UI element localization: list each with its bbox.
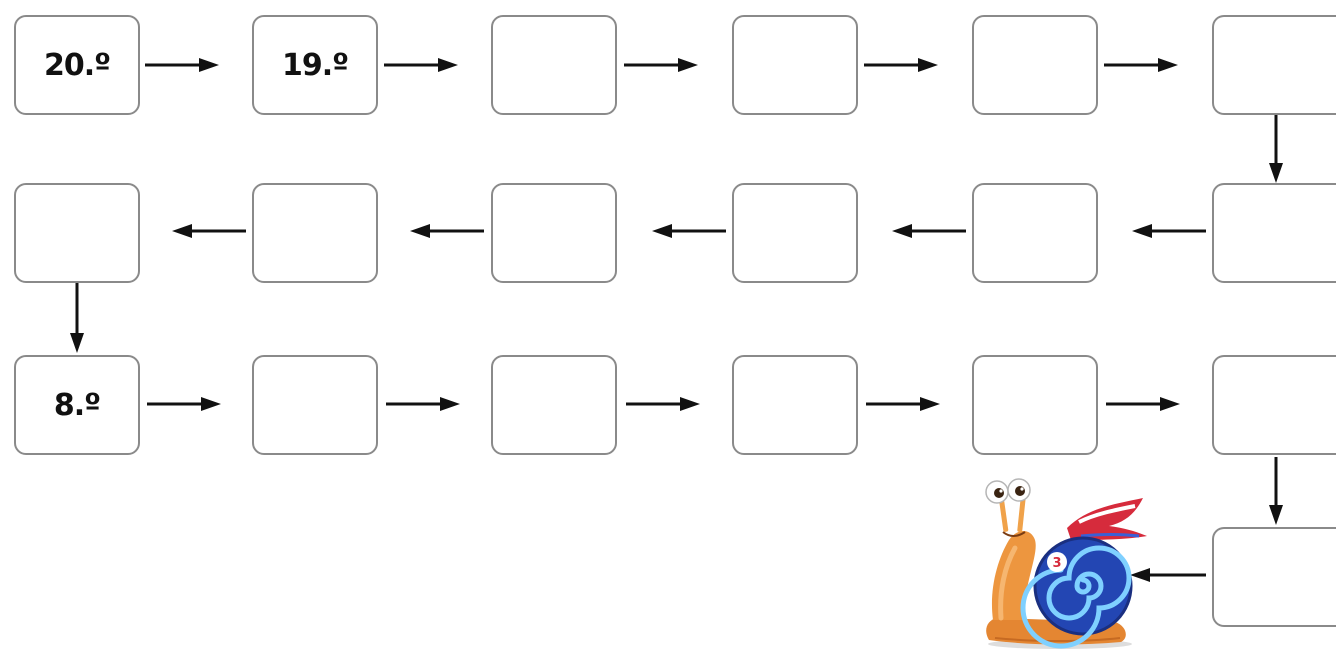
right-arrow-icon [384, 58, 458, 72]
sequence-box-r2c6[interactable] [1212, 183, 1336, 283]
right-arrow-icon [386, 397, 460, 411]
sequence-box-r1c6[interactable] [1212, 15, 1336, 115]
sequence-box-r3c5[interactable] [972, 355, 1098, 455]
sequence-box-r3c6[interactable] [1212, 355, 1336, 455]
sequence-box-r2c1[interactable] [14, 183, 140, 283]
box-label: 20.º [43, 47, 111, 83]
sequence-box-r1c1[interactable]: 20.º [14, 15, 140, 115]
sequence-box-r1c3[interactable] [491, 15, 617, 115]
sequence-box-r4c1[interactable] [1212, 527, 1336, 627]
sequence-box-r3c3[interactable] [491, 355, 617, 455]
sequence-box-r2c3[interactable] [491, 183, 617, 283]
left-arrow-icon [892, 224, 966, 238]
left-arrow-icon [410, 224, 484, 238]
box-label: 8.º [53, 387, 101, 423]
sequence-box-r2c5[interactable] [972, 183, 1098, 283]
snail-mascot-icon: 3 [985, 478, 1147, 649]
left-arrow-icon [172, 224, 246, 238]
down-arrow-icon [1269, 457, 1283, 525]
sequence-box-r1c5[interactable] [972, 15, 1098, 115]
right-arrow-icon [866, 397, 940, 411]
sequence-box-r1c4[interactable] [732, 15, 858, 115]
sequence-box-r2c4[interactable] [732, 183, 858, 283]
right-arrow-icon [1106, 397, 1180, 411]
sequence-box-r3c2[interactable] [252, 355, 378, 455]
right-arrow-icon [147, 397, 221, 411]
left-arrow-icon [652, 224, 726, 238]
right-arrow-icon [624, 58, 698, 72]
sequence-box-r3c4[interactable] [732, 355, 858, 455]
sequence-box-r1c2[interactable]: 19.º [252, 15, 378, 115]
sequence-box-r2c2[interactable] [252, 183, 378, 283]
down-arrow-icon [70, 283, 84, 353]
box-label: 19.º [281, 47, 349, 83]
sequence-box-r3c1[interactable]: 8.º [14, 355, 140, 455]
right-arrow-icon [626, 397, 700, 411]
left-arrow-icon [1130, 568, 1206, 582]
right-arrow-icon [1104, 58, 1178, 72]
right-arrow-icon [145, 58, 219, 72]
down-arrow-icon [1269, 115, 1283, 183]
right-arrow-icon [864, 58, 938, 72]
svg-text:3: 3 [1052, 556, 1061, 571]
left-arrow-icon [1132, 224, 1206, 238]
